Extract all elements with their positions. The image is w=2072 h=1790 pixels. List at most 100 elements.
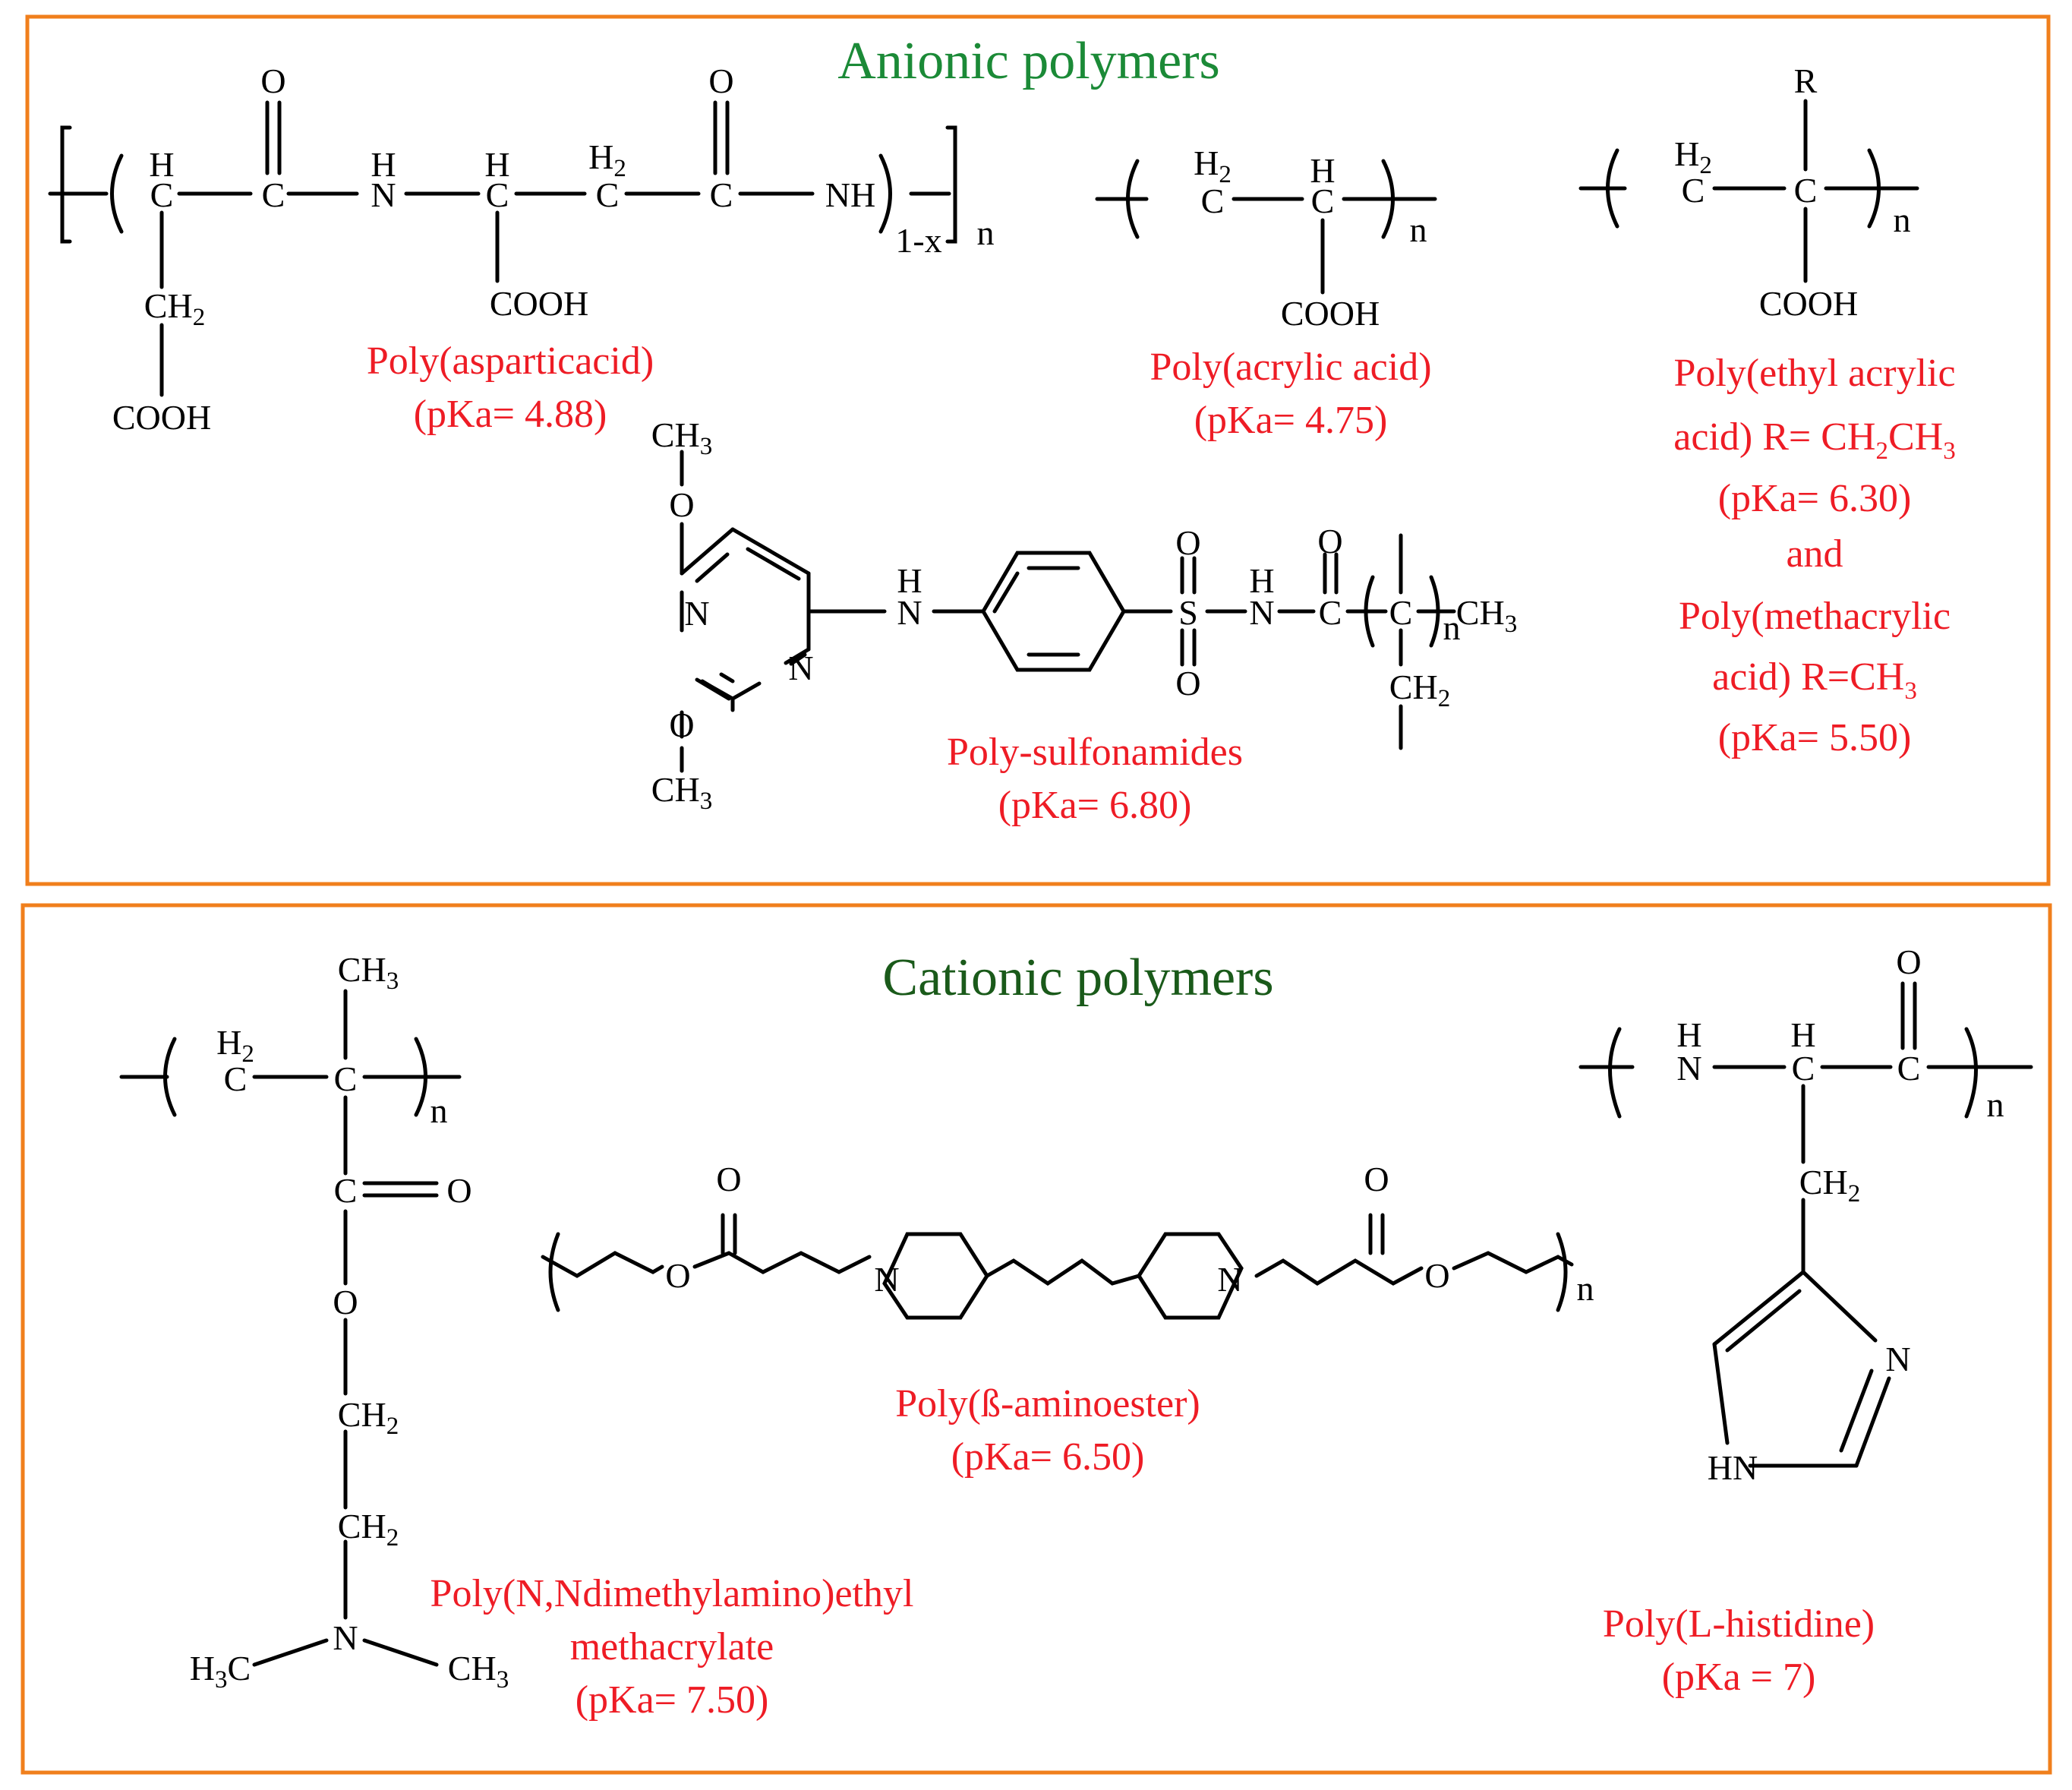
methacrylic-label-line2: acid) R=CH3 [1712, 655, 1917, 705]
histidine-structure: H N H C O C n CH2 N HN [1578, 942, 2033, 1487]
svg-text:O: O [1317, 522, 1342, 560]
svg-text:CH3: CH3 [651, 415, 712, 460]
svg-text:N: N [684, 594, 709, 633]
svg-text:C: C [334, 1059, 358, 1098]
cationic-title: Cationic polymers [882, 949, 1273, 1007]
svg-text:C: C [1794, 171, 1818, 210]
dmaema-label-line2: methacrylate [570, 1625, 774, 1668]
svg-text:N: N [1676, 1049, 1701, 1088]
svg-text:1-x: 1-x [895, 221, 941, 260]
acrylic-pka: (pKa= 4.75) [1194, 399, 1388, 442]
svg-text:N: N [897, 593, 922, 632]
svg-text:C: C [150, 175, 174, 214]
svg-text:CH2: CH2 [338, 1507, 399, 1552]
svg-text:N: N [333, 1618, 358, 1657]
svg-text:C: C [224, 1059, 248, 1098]
svg-text:COOH: COOH [490, 284, 588, 323]
svg-text:N: N [874, 1260, 899, 1299]
svg-text:H: H [149, 145, 174, 184]
svg-text:HN: HN [1708, 1448, 1758, 1487]
svg-text:H: H [1790, 1015, 1815, 1054]
ethyl-label-line2: acid) R= CH2CH3 [1673, 415, 1955, 465]
sulfonamide-name: Poly-sulfonamides [947, 731, 1243, 774]
svg-text:O: O [260, 62, 285, 100]
svg-text:O: O [1175, 664, 1200, 702]
svg-text:CH2: CH2 [1799, 1163, 1860, 1208]
anionic-title: Anionic polymers [837, 32, 1220, 90]
svg-text:O: O [716, 1160, 741, 1198]
svg-text:CH3: CH3 [651, 770, 712, 815]
svg-text:H2: H2 [588, 137, 626, 182]
acrylic-acid-structure: H2 C H C n COOH [1095, 144, 1437, 333]
svg-text:O: O [1364, 1160, 1389, 1198]
svg-text:C: C [1682, 171, 1705, 210]
svg-text:n: n [1894, 200, 1911, 239]
sulfonamide-pka: (pKa= 6.80) [998, 784, 1192, 827]
acrylic-name: Poly(acrylic acid) [1150, 346, 1431, 389]
svg-text:O: O [669, 706, 694, 744]
aspartic-acid-structure: H C O C H N H C H2 C O C NH 1-x n CH2 CO… [48, 62, 995, 437]
svg-text:H: H [484, 145, 509, 184]
svg-text:C: C [1311, 182, 1335, 220]
svg-text:H: H [1249, 561, 1274, 600]
svg-text:N: N [371, 175, 396, 214]
svg-text:n: n [977, 213, 995, 252]
svg-text:H2: H2 [216, 1023, 254, 1068]
svg-text:C: C [486, 175, 509, 214]
svg-text:N: N [1885, 1340, 1910, 1378]
svg-text:R: R [1794, 62, 1818, 100]
cationic-frame [20, 903, 2052, 1775]
svg-text:H: H [1676, 1015, 1701, 1054]
svg-text:N: N [1217, 1260, 1242, 1299]
histidine-name: Poly(L-histidine) [1603, 1602, 1875, 1646]
svg-text:C: C [710, 175, 733, 214]
aspartic-name: Poly(asparticacid) [367, 339, 654, 383]
svg-text:CH2: CH2 [1389, 668, 1450, 712]
svg-text:n: n [1410, 210, 1427, 249]
svg-text:CH2: CH2 [338, 1395, 399, 1440]
svg-text:C: C [1389, 593, 1413, 632]
svg-text:C: C [1319, 593, 1342, 632]
svg-text:O: O [669, 485, 694, 524]
bae-pka: (pKa= 6.50) [951, 1435, 1145, 1479]
svg-text:N: N [1249, 593, 1274, 632]
svg-text:C: C [596, 175, 620, 214]
svg-text:O: O [708, 62, 733, 100]
svg-text:O: O [1896, 942, 1921, 981]
svg-text:C: C [1792, 1049, 1815, 1088]
svg-text:CH3: CH3 [1456, 593, 1517, 638]
svg-text:H3C: H3C [190, 1649, 251, 1694]
svg-text:O: O [1424, 1256, 1449, 1295]
svg-text:S: S [1178, 593, 1198, 632]
svg-text:NH: NH [825, 175, 875, 214]
svg-text:C: C [334, 1171, 358, 1210]
svg-text:CH2: CH2 [144, 286, 205, 331]
svg-text:O: O [665, 1256, 690, 1295]
svg-text:CH3: CH3 [338, 950, 399, 995]
dmaema-pka: (pKa= 7.50) [576, 1678, 769, 1722]
svg-text:H2: H2 [1194, 144, 1232, 188]
svg-text:H2: H2 [1674, 134, 1712, 179]
methacrylic-pka: (pKa= 5.50) [1718, 716, 1912, 759]
dmaema-structure: CH3 H2 C C n C O O CH2 CH2 N H3C CH3 [119, 950, 509, 1694]
svg-text:n: n [1443, 608, 1461, 647]
aspartic-pka: (pKa= 4.88) [414, 393, 607, 436]
svg-text:n: n [1987, 1085, 2004, 1124]
beta-amino-ester-structure: O O N N O O n [541, 1160, 1594, 1320]
histidine-pka: (pKa = 7) [1662, 1656, 1816, 1699]
svg-text:O: O [333, 1283, 358, 1321]
svg-text:n: n [1577, 1269, 1594, 1308]
methacrylic-label-line1: Poly(methacrylic [1679, 595, 1951, 638]
and-label: and [1786, 532, 1843, 576]
svg-text:COOH: COOH [1759, 284, 1858, 323]
svg-text:C: C [1201, 182, 1225, 220]
ethyl-label-line1: Poly(ethyl acrylic [1673, 352, 1955, 395]
svg-text:C: C [262, 175, 285, 214]
svg-text:O: O [446, 1171, 471, 1210]
svg-text:N: N [788, 649, 813, 687]
sulfonamide-structure: CH3 O N N O CH3 H N O S O H N O C C n CH… [651, 415, 1517, 815]
svg-text:O: O [1175, 523, 1200, 562]
svg-text:H: H [371, 145, 396, 184]
svg-text:H: H [897, 561, 922, 600]
